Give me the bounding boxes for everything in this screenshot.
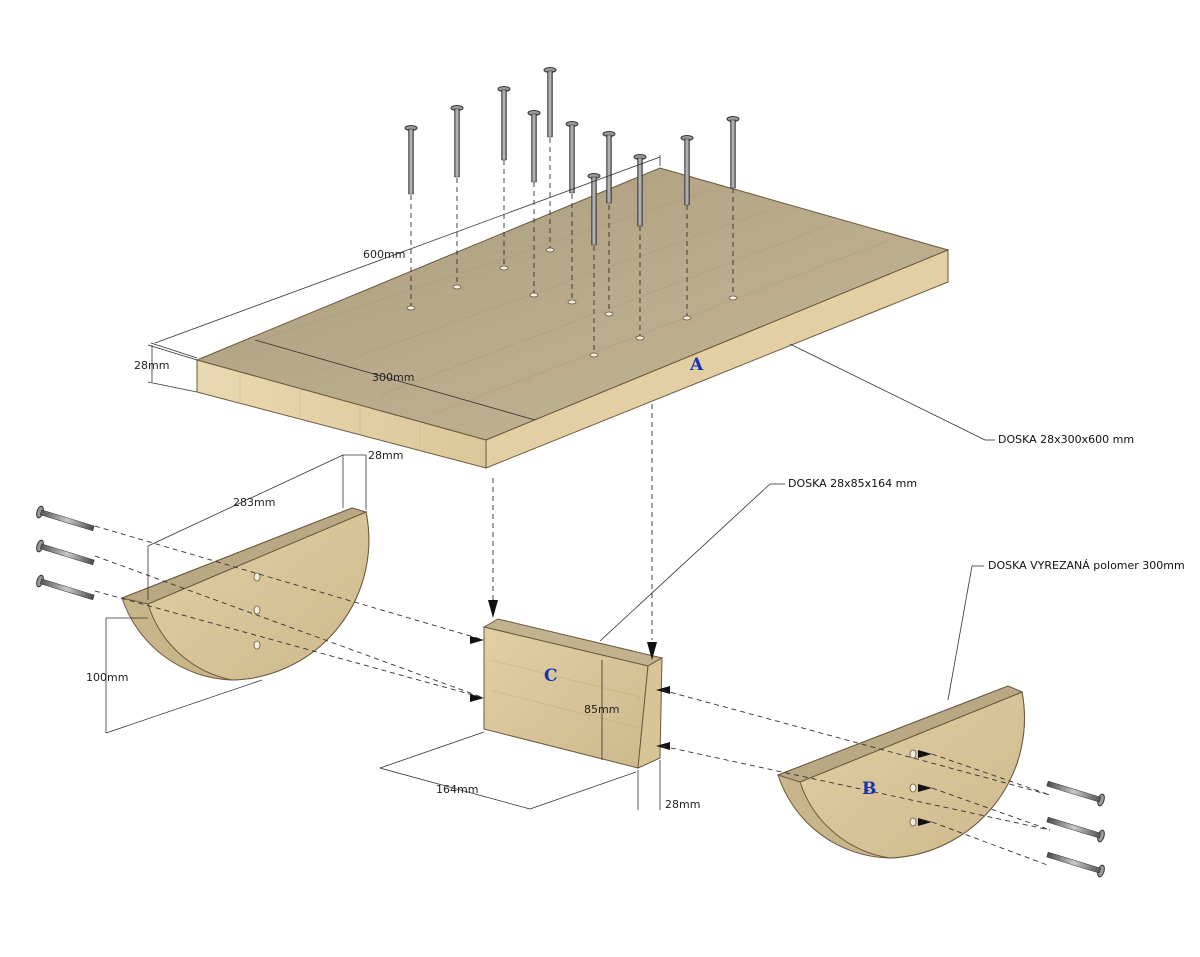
part-b-label: B xyxy=(862,779,876,799)
dim-100: 100mm xyxy=(86,671,128,684)
block-c: C xyxy=(482,618,664,769)
top-screws xyxy=(404,67,740,353)
dim-283: 283mm xyxy=(233,496,275,509)
screw-icon xyxy=(587,173,601,246)
dim-28-c: 28mm xyxy=(665,798,700,811)
screw-icon xyxy=(680,135,694,206)
board-a-grain xyxy=(259,189,891,416)
screw-icon xyxy=(565,121,579,194)
screw-icon xyxy=(633,154,647,227)
dim-600: 600mm xyxy=(363,248,405,261)
screw-icon xyxy=(1046,780,1105,807)
screw-icon xyxy=(36,574,95,601)
dim-left-half: 283mm 28mm 100mm xyxy=(86,449,403,734)
half-round-left-face xyxy=(147,511,370,681)
screw-icon xyxy=(543,67,557,138)
dim-28-a: 28mm xyxy=(134,359,169,372)
screw-icon xyxy=(527,110,541,183)
half-round-b-top xyxy=(776,685,1024,783)
half-round-b: B xyxy=(776,685,1025,859)
screw-icon xyxy=(36,539,95,566)
left-screws xyxy=(36,505,485,699)
callout-c-text: DOSKA 28x85x164 mm xyxy=(788,477,917,490)
dim-164: 164mm xyxy=(436,783,478,796)
board-a-screw-holes xyxy=(406,247,738,358)
dim-a: 600mm 300mm 28mm xyxy=(134,155,661,421)
callout-c: DOSKA 28x85x164 mm xyxy=(599,477,917,642)
screw-icon xyxy=(404,125,418,195)
dim-85: 85mm xyxy=(584,703,619,716)
dim-c: 85mm 164mm 28mm xyxy=(379,660,700,811)
callout-a-text: DOSKA 28x300x600 mm xyxy=(998,433,1134,446)
screw-icon xyxy=(1046,816,1105,843)
callout-b-text: DOSKA VYREZANÁ polomer 300mm xyxy=(988,559,1185,572)
block-c-edge xyxy=(637,657,663,769)
screw-icon xyxy=(726,116,740,189)
half-round-left xyxy=(120,507,370,681)
screw-icon xyxy=(497,86,511,161)
screw-icon-group xyxy=(404,67,740,246)
callout-b: DOSKA VYREZANÁ polomer 300mm xyxy=(947,559,1185,701)
board-a: A xyxy=(195,167,950,469)
screw-icon xyxy=(602,131,616,204)
block-c-face xyxy=(483,626,649,769)
screw-icon xyxy=(450,105,464,178)
dim-28-half: 28mm xyxy=(368,449,403,462)
screw-icon xyxy=(36,505,95,532)
board-a-right-edge xyxy=(485,249,949,469)
right-screws xyxy=(661,689,1105,878)
half-round-b-face xyxy=(799,691,1025,859)
dim-300: 300mm xyxy=(372,371,414,384)
part-a-label: A xyxy=(689,355,704,375)
callout-a: DOSKA 28x300x600 mm xyxy=(789,343,1134,446)
part-c-label: C xyxy=(544,666,558,686)
half-round-left-top xyxy=(120,507,368,605)
screw-icon xyxy=(1046,851,1105,878)
